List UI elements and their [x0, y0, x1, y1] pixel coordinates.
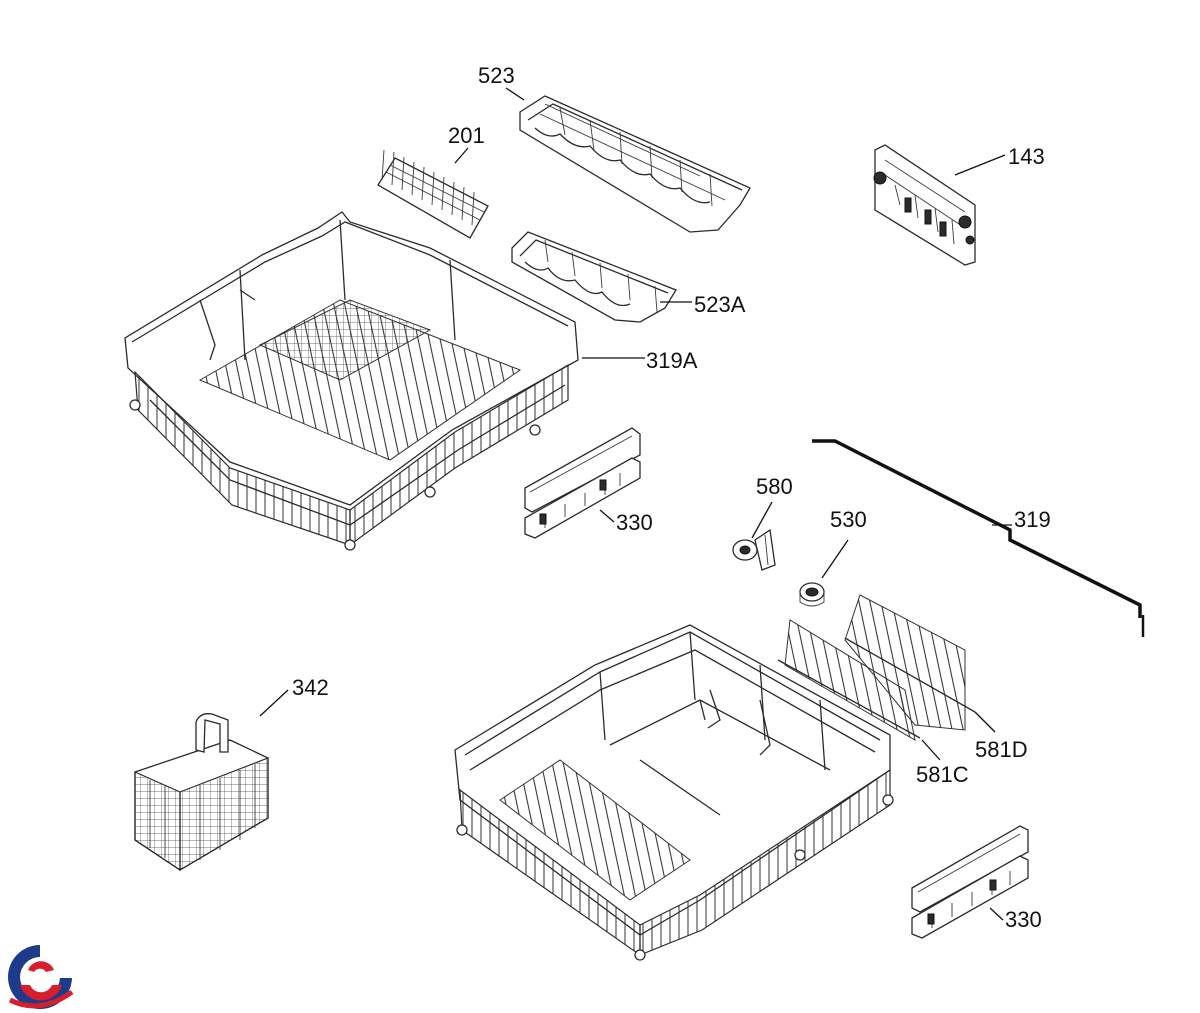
- part-319a-upper-rack: [124, 211, 579, 551]
- label-319a: 319A: [646, 348, 698, 373]
- label-523a: 523A: [694, 292, 746, 317]
- leader-330-upper: [599, 509, 615, 523]
- part-523-tine-shelf: [519, 95, 751, 233]
- leader-530: [821, 539, 849, 579]
- label-201: 201: [448, 123, 485, 148]
- leader-143: [954, 154, 1006, 176]
- leader-330-lower: [989, 907, 1004, 921]
- part-201-tine-row: [377, 149, 489, 239]
- part-530-wheel: [799, 582, 825, 607]
- label-530: 530: [830, 507, 867, 532]
- part-319-rail: [812, 439, 1145, 637]
- part-330-lower-rail: [911, 825, 1029, 939]
- label-319: 319: [1014, 507, 1051, 532]
- label-581d: 581D: [975, 737, 1028, 762]
- label-143: 143: [1008, 144, 1045, 169]
- leader-581d: [974, 711, 996, 733]
- label-342: 342: [292, 675, 329, 700]
- leader-580: [751, 501, 773, 539]
- part-580-clip: [732, 528, 776, 571]
- part-581c-tine-rack: [777, 619, 921, 741]
- part-342-cutlery-basket: [134, 713, 269, 872]
- part-330-upper-rail: [524, 427, 641, 539]
- label-580: 580: [756, 474, 793, 499]
- part-143-bracket: [873, 144, 976, 266]
- leader-581c: [921, 739, 941, 761]
- leader-201: [454, 147, 469, 164]
- label-523: 523: [478, 63, 515, 88]
- label-330-upper: 330: [616, 510, 653, 535]
- lower-rack: [454, 624, 894, 961]
- label-330-lower: 330: [1005, 907, 1042, 932]
- leader-523: [505, 87, 525, 101]
- brand-logo-icon: [6, 943, 74, 1011]
- label-581c: 581C: [916, 762, 969, 787]
- leader-342: [259, 689, 289, 717]
- part-523a-tine-shelf: [511, 231, 677, 323]
